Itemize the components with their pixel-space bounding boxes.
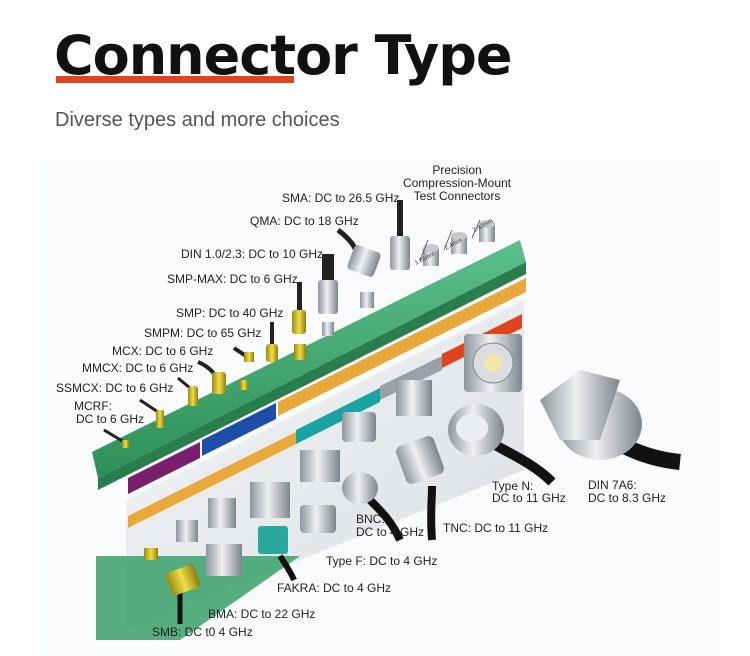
din-1-0-2-3-connector xyxy=(318,254,338,336)
connector-illustration: Precision Compression-Mount Test Connect… xyxy=(40,160,720,656)
lower-board xyxy=(96,556,300,640)
fakra-connector xyxy=(250,482,297,582)
label-type-n-1: Type N: xyxy=(492,479,533,493)
page-subtitle: Diverse types and more choices xyxy=(55,109,340,131)
label-smpm: SMPM: DC to 65 GHz xyxy=(144,326,261,340)
stripe-orange-lower xyxy=(128,432,296,528)
label-bnc-2: DC to 4 GHz xyxy=(356,525,424,539)
sma-connector xyxy=(390,200,410,270)
label-mcx: MCX: DC to 6 GHz xyxy=(112,344,213,358)
stripe-grey xyxy=(380,356,442,400)
mcrf-connector xyxy=(103,428,129,448)
qma-connector xyxy=(336,228,381,308)
stripe-orange-upper xyxy=(278,278,526,416)
label-smp-max: SMP-MAX: DC to 6 GHz xyxy=(167,272,298,286)
label-ssmcx: SSMCX: DC to 6 GHz xyxy=(56,381,173,395)
upper-board xyxy=(92,240,526,494)
leader-lines xyxy=(419,219,481,261)
label-smp: SMP: DC to 40 GHz xyxy=(176,306,283,320)
label-fakra: FAKRA: DC to 4 GHz xyxy=(277,581,391,595)
mmcx-connector xyxy=(177,376,198,406)
label-type-f: Type F: DC to 4 GHz xyxy=(326,554,437,568)
label-sma: SMA: DC to 26.5 GHz xyxy=(282,191,399,205)
smp-connector xyxy=(266,322,278,362)
label-type-n-2: DC to 11 GHz xyxy=(492,491,566,505)
label-smb: SMB: DC t0 4 GHz xyxy=(152,625,253,639)
ssmcx-connector xyxy=(139,398,164,428)
type-f-connector xyxy=(300,450,340,533)
type-n-connector xyxy=(448,334,556,486)
smpm-connector xyxy=(232,346,254,390)
label-din-7a6-2: DC to 8.3 GHz xyxy=(588,491,666,505)
label-precision-1: Precision xyxy=(432,163,481,177)
label-mcrf-1: MCRF: xyxy=(74,399,112,413)
precision-test-connectors xyxy=(423,220,495,266)
smp-max-connector xyxy=(292,282,306,360)
bnc-connector xyxy=(342,412,404,542)
stripe-teal xyxy=(296,388,380,444)
title-underline xyxy=(56,76,294,83)
label-din-7a6-1: DIN 7A6: xyxy=(588,478,637,492)
bma-connector xyxy=(206,498,242,576)
label-din-1-0-2-3: DIN 1.0/2.3: DC to 10 GHz xyxy=(181,247,323,261)
tnc-connector xyxy=(396,380,444,541)
din-7a6-connector xyxy=(540,370,681,470)
mcx-connector xyxy=(197,360,226,394)
label-mcrf-2: DC to 6 GHz xyxy=(76,412,144,426)
label-precision-2: Compression-Mount xyxy=(403,176,512,190)
label-precision-3: Test Connectors xyxy=(414,189,501,203)
smb-connector xyxy=(144,520,201,624)
label-qma: QMA: DC to 18 GHz xyxy=(250,214,359,228)
label-bnc-1: BNC: xyxy=(356,512,385,526)
label-bma: BMA: DC to 22 GHz xyxy=(208,607,315,621)
label-tnc: TNC: DC to 11 GHz xyxy=(443,521,548,535)
label-mmcx: MMCX: DC to 6 GHz xyxy=(82,361,193,375)
stripe-purple xyxy=(128,442,200,494)
stripe-blue xyxy=(202,403,276,456)
